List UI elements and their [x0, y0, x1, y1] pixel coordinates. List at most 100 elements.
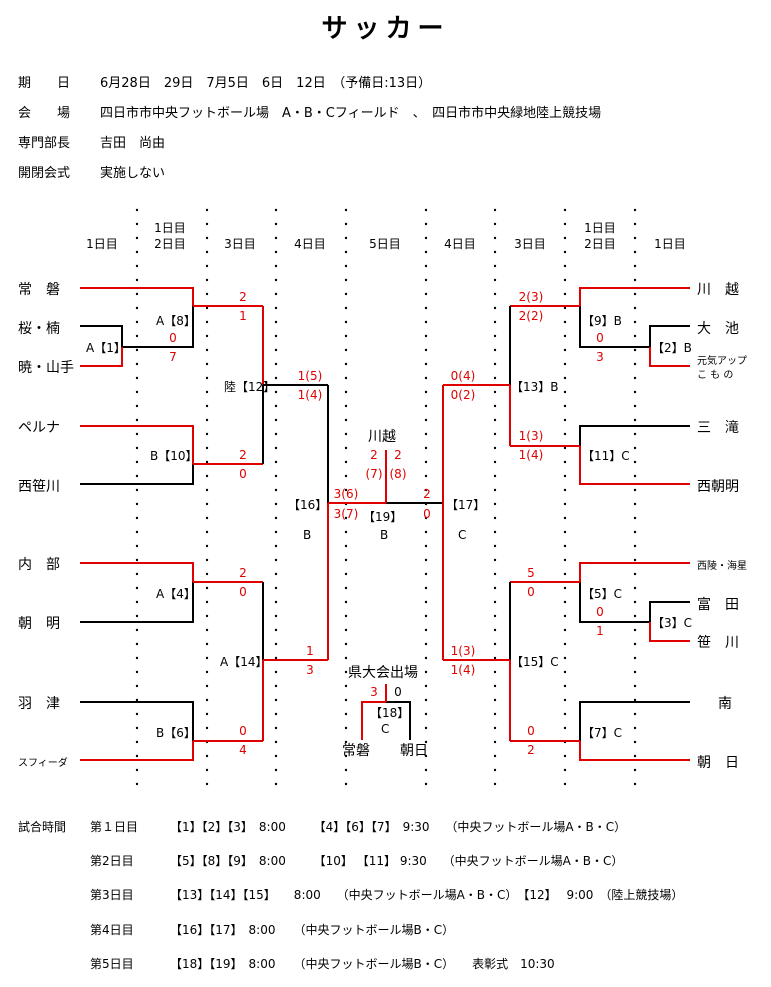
- column-dot: [563, 502, 567, 506]
- column-dot: [493, 628, 497, 632]
- schedule-day-5: 第5日目: [90, 957, 134, 971]
- column-dot: [424, 250, 428, 254]
- team-asahi: 朝 日: [697, 755, 739, 771]
- column-dot: [563, 446, 567, 450]
- day-header-l12: 1日目 2日目: [154, 221, 186, 251]
- column-dot: [424, 292, 428, 296]
- column-dot: [493, 544, 497, 548]
- column-dot: [493, 208, 497, 212]
- line-m18-right: [386, 701, 411, 740]
- column-dot: [424, 474, 428, 478]
- line-nishiasake: [579, 446, 690, 485]
- schedule-day-1: 第１日目: [90, 820, 139, 834]
- column-dot: [135, 600, 139, 604]
- team-hazu: 羽 津: [18, 696, 60, 712]
- column-dot: [274, 488, 278, 492]
- score-12a: 1(5): [297, 369, 323, 383]
- column-dot: [205, 726, 209, 730]
- column-dot: [493, 250, 497, 254]
- column-dot: [135, 488, 139, 492]
- column-dot: [563, 684, 567, 688]
- column-dot: [344, 362, 348, 366]
- match-label-16: 【16】: [288, 498, 328, 512]
- column-dot: [274, 264, 278, 268]
- column-dot: [424, 558, 428, 562]
- score-7b: 2: [527, 743, 535, 757]
- column-dot: [274, 782, 278, 786]
- match-label-10: B【10】: [150, 449, 198, 463]
- column-dot: [205, 418, 209, 422]
- column-dot: [633, 642, 637, 646]
- day-header-l1: 1日目: [86, 237, 118, 251]
- score-13a: 0(4): [450, 369, 476, 383]
- column-dot: [633, 236, 637, 240]
- column-dot: [563, 236, 567, 240]
- column-dot: [135, 572, 139, 576]
- match-label-15: 【15】C: [511, 655, 559, 669]
- column-dot: [274, 516, 278, 520]
- line-seiryo: [579, 562, 690, 582]
- column-dot: [135, 544, 139, 548]
- column-dot: [274, 586, 278, 590]
- column-dot: [135, 460, 139, 464]
- column-dot: [424, 432, 428, 436]
- column-dot: [344, 418, 348, 422]
- column-dot: [274, 684, 278, 688]
- column-dot: [493, 558, 497, 562]
- column-dot: [493, 502, 497, 506]
- column-dot: [493, 348, 497, 352]
- column-dot: [205, 600, 209, 604]
- column-dot: [344, 208, 348, 212]
- column-dot: [205, 250, 209, 254]
- score-17a: 2: [423, 487, 431, 501]
- column-dot: [205, 614, 209, 618]
- column-dot: [493, 670, 497, 674]
- column-dot: [135, 348, 139, 352]
- info-value-ceremony: 実施しない: [100, 166, 166, 181]
- column-dot: [493, 390, 497, 394]
- score-16a: 3(6): [333, 487, 359, 501]
- column-dot: [633, 334, 637, 338]
- match-field-16: B: [303, 528, 312, 542]
- column-dot: [344, 614, 348, 618]
- column-dot: [493, 432, 497, 436]
- team-nishiasake: 西朝明: [697, 479, 739, 495]
- match-label-19: 【19】: [363, 510, 403, 524]
- column-dot: [563, 530, 567, 534]
- column-dot: [633, 306, 637, 310]
- line-minami: [579, 701, 690, 741]
- score-18b: 0: [394, 685, 402, 699]
- info-value-venue: 四日市市中央フットボール場 A・B・Cフィールド 、 四日市市中央緑地陸上競技場: [100, 106, 602, 121]
- line-tomida: [649, 601, 690, 622]
- column-dot: [633, 208, 637, 212]
- score-5a: 5: [527, 566, 535, 580]
- match-label-2: 【2】B: [652, 341, 692, 355]
- match-label-1: A【1】: [86, 341, 126, 355]
- column-dot: [135, 376, 139, 380]
- column-dot: [424, 390, 428, 394]
- column-dot: [493, 656, 497, 660]
- column-dot: [205, 446, 209, 450]
- match-field-19: B: [380, 528, 389, 542]
- column-dot: [135, 656, 139, 660]
- column-dot: [135, 278, 139, 282]
- score-7a: 0: [527, 724, 535, 738]
- column-dot: [344, 768, 348, 772]
- column-dot: [633, 768, 637, 772]
- column-dot: [344, 222, 348, 226]
- column-dot: [563, 768, 567, 772]
- final-winner: 川越: [368, 429, 396, 445]
- team-oike: 大 池: [697, 321, 739, 337]
- column-dot: [424, 614, 428, 618]
- column-dot: [274, 712, 278, 716]
- match-label-18: 【18】: [370, 706, 410, 720]
- score-4a: 2: [239, 566, 247, 580]
- column-dot: [274, 376, 278, 380]
- column-dot: [344, 712, 348, 716]
- line-nishisasagawa: [80, 464, 194, 485]
- column-dot: [135, 292, 139, 296]
- column-dot: [633, 614, 637, 618]
- column-dot: [563, 292, 567, 296]
- column-dot: [344, 446, 348, 450]
- column-dot: [274, 558, 278, 562]
